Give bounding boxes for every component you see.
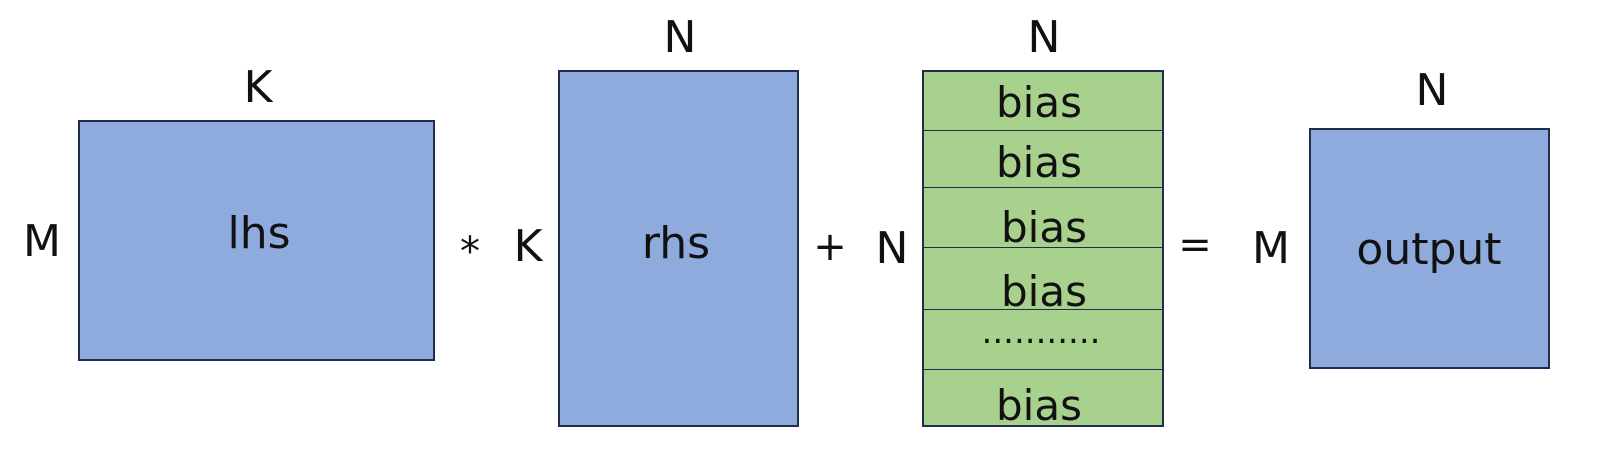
bias-rows-label: N (875, 223, 909, 274)
output-cols-label: N (1415, 65, 1449, 116)
output-rows-label: M (1252, 223, 1290, 274)
bias-row: bias (924, 370, 1162, 427)
lhs-cols-label: K (243, 62, 273, 113)
multiply-operator: * (460, 229, 480, 275)
rhs-cols-label: N (663, 12, 697, 63)
bias-row-label: bias (996, 381, 1082, 430)
bias-row: bias (924, 188, 1162, 252)
rhs-matrix: rhs (558, 70, 799, 427)
bias-row-label: bias (996, 138, 1082, 187)
lhs-rows-label: M (23, 216, 61, 267)
bias-row: bias (924, 248, 1162, 316)
bias-row-ellipsis: ........... (924, 310, 1162, 370)
bias-row: bias (924, 72, 1162, 131)
rhs-matrix-label: rhs (641, 218, 711, 269)
output-matrix-label: output (1356, 224, 1502, 275)
bias-cols-label: N (1027, 12, 1061, 63)
rhs-rows-label: K (513, 221, 543, 272)
bias-row: bias (924, 131, 1162, 188)
lhs-matrix: lhs (78, 120, 435, 361)
bias-matrix: bias bias bias bias ........... bias (922, 70, 1164, 427)
plus-operator: + (813, 224, 847, 270)
bias-row-label: bias (1001, 203, 1087, 252)
bias-row-ellipsis-label: ........... (981, 312, 1101, 352)
output-matrix: output (1309, 128, 1550, 369)
bias-row-label: bias (996, 78, 1082, 127)
bias-row-label: bias (1001, 267, 1087, 316)
lhs-matrix-label: lhs (227, 208, 291, 259)
equals-operator: = (1178, 222, 1212, 268)
